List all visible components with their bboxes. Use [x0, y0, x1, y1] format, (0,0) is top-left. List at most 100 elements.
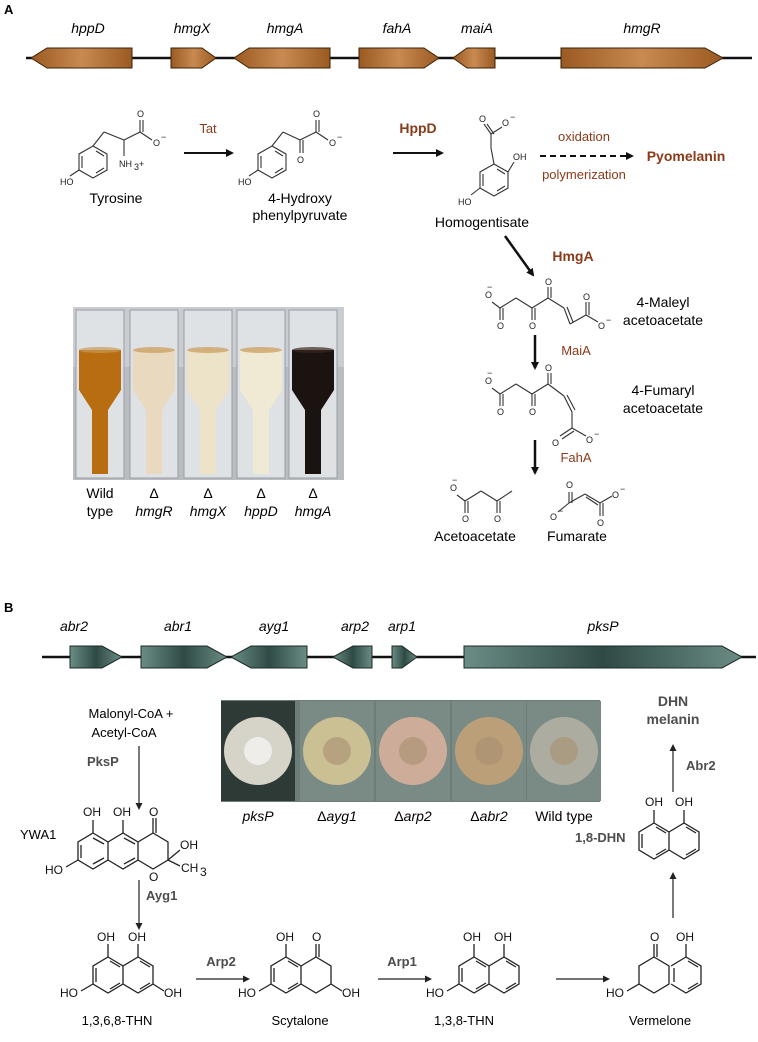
gene-arrow-hmgr	[560, 47, 725, 69]
tyrosine-structure: HO O O − NH 3 +	[60, 109, 166, 187]
svg-text:+: +	[139, 159, 144, 169]
acetoacetate-structure: − O O O	[450, 475, 513, 524]
gene-arrow-pksp	[463, 645, 744, 669]
svg-text:HO: HO	[60, 177, 74, 187]
svg-text:O: O	[149, 870, 158, 884]
gene-arrow-hmga	[233, 47, 331, 69]
dhn18-structure: OH OH	[638, 795, 700, 860]
cuvette-label: Δ	[149, 485, 158, 501]
cuvette-label: Δ	[203, 485, 212, 501]
panel-a-label: A	[4, 2, 14, 17]
colony	[300, 701, 374, 801]
fumarylacetoacetate-structure: − O O O O O O −	[485, 363, 599, 448]
gene-label: maiA	[461, 20, 493, 36]
compound-acetoacetate: Acetoacetate	[434, 528, 516, 544]
enzyme-hmga: HmgA	[552, 248, 593, 264]
thn1368-structure: OH OH HO OH	[60, 930, 182, 1000]
cuvette	[129, 309, 179, 479]
colony-photo	[221, 700, 601, 802]
svg-text:HO: HO	[45, 863, 63, 877]
gene-label: hmgA	[267, 20, 304, 36]
compound-vermelone: Vermelone	[629, 1013, 691, 1028]
fumarate-structure: O O − O O −	[550, 480, 625, 528]
colony	[527, 701, 601, 801]
svg-text:OH: OH	[675, 795, 693, 809]
compound-tyrosine: Tyrosine	[90, 190, 143, 206]
cuvette-label: type	[87, 503, 114, 519]
panel-b-label: B	[4, 600, 13, 615]
svg-text:O: O	[598, 321, 605, 331]
svg-text:O: O	[329, 138, 336, 148]
svg-text:OH: OH	[113, 805, 131, 819]
homogentisate-structure: HO OH O O −	[458, 112, 527, 207]
svg-text:O: O	[586, 435, 593, 445]
gene-label: hmgR	[623, 20, 660, 36]
cuvette	[288, 309, 338, 479]
enzyme-faha: FahA	[560, 450, 591, 465]
enzyme-ayg1: Ayg1	[146, 888, 177, 903]
gene-arrow-abr2	[69, 645, 124, 669]
compound-maleyl-line1: 4-Maleyl	[637, 294, 690, 310]
vermelone-structure: O OH HO	[606, 930, 702, 1000]
svg-text:3: 3	[200, 865, 207, 879]
svg-text:HO: HO	[60, 986, 78, 1000]
label-polymerization: polymerization	[542, 167, 626, 182]
colony-label: Δarp2	[394, 808, 432, 824]
cuvette-label: Δ	[256, 485, 265, 501]
gene-arrow-ayg1	[229, 645, 308, 669]
gene-label: arp2	[341, 618, 369, 634]
compound-fumarate: Fumarate	[547, 528, 607, 544]
svg-text:OH: OH	[164, 986, 182, 1000]
svg-text:O: O	[545, 277, 552, 287]
cuvette-label: hmgX	[190, 503, 227, 519]
gene-label: pksP	[586, 618, 619, 634]
colony-label: Δabr2	[470, 808, 508, 824]
colony-label-prefix: Δ	[394, 808, 403, 824]
svg-text:OH: OH	[513, 152, 527, 162]
svg-text:OH: OH	[128, 930, 146, 944]
compound-ywa1: YWA1	[20, 827, 56, 842]
gene-arrow-hppd	[30, 47, 133, 69]
compound-hpp-line2: phenylpyruvate	[253, 207, 348, 223]
compound-maleyl-line2: acetoacetate	[623, 312, 703, 328]
svg-text:OH: OH	[676, 930, 694, 944]
svg-text:O: O	[566, 480, 573, 490]
svg-text:−: −	[620, 484, 625, 494]
gene-label: abr1	[164, 618, 192, 634]
svg-text:NH: NH	[119, 159, 132, 169]
compound-dhn-melanin-line1: DHN	[658, 693, 688, 709]
svg-text:O: O	[497, 321, 504, 331]
svg-text:−: −	[558, 506, 563, 516]
colony-label-prefix: Δ	[470, 808, 479, 824]
svg-text:HO: HO	[458, 197, 472, 207]
gene-arrow-hmgx	[170, 47, 217, 69]
cuvette-label: hmgA	[295, 503, 332, 519]
enzyme-maia: MaiA	[561, 343, 591, 358]
compound-hpp-line1: 4-Hydroxy	[268, 190, 332, 206]
colony-label-name: ayg1	[327, 808, 357, 824]
compound-dhn-melanin-line2: melanin	[647, 711, 700, 727]
svg-text:OH: OH	[342, 986, 360, 1000]
colony-label: Δayg1	[317, 808, 357, 824]
gene-label: hmgX	[174, 20, 211, 36]
svg-text:OH: OH	[83, 805, 101, 819]
svg-text:−: −	[594, 429, 599, 439]
compound-thn138: 1,3,8-THN	[434, 1013, 494, 1028]
svg-text:O: O	[313, 109, 320, 119]
svg-text:O: O	[583, 292, 590, 302]
gene-label: arp1	[388, 618, 416, 634]
svg-text:HO: HO	[238, 177, 252, 187]
svg-text:O: O	[479, 114, 486, 124]
svg-text:O: O	[137, 109, 144, 119]
enzyme-arp2: Arp2	[206, 954, 236, 969]
svg-text:O: O	[462, 514, 469, 524]
svg-text:OH: OH	[645, 795, 663, 809]
svg-text:OH: OH	[494, 930, 512, 944]
compound-18-dhn: 1,8-DHN	[575, 830, 626, 845]
scytalone-structure: O OH HO OH	[238, 930, 360, 1000]
svg-text:O: O	[485, 290, 492, 300]
compound-fumaryl-line2: acetoacetate	[623, 400, 703, 416]
svg-text:OH: OH	[180, 838, 198, 852]
label-oxidation: oxidation	[558, 129, 610, 144]
svg-text:O: O	[552, 438, 559, 448]
